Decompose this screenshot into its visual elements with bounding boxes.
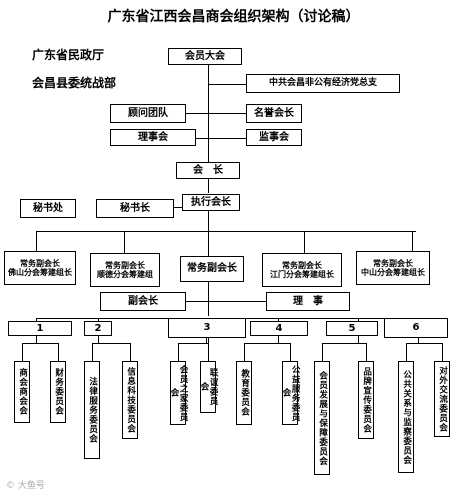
node-board: 理事会: [110, 129, 196, 146]
link-board-supervisors: [196, 138, 246, 139]
node-honorary-president: 名誉会长: [246, 104, 302, 123]
node-director: 理 事: [266, 292, 350, 311]
group-2-box: 2: [84, 321, 112, 336]
node-member-assembly: 会员大会: [168, 48, 242, 65]
committee-5b: 品牌宣传委员会: [358, 361, 374, 439]
group-3-box: 3: [168, 318, 246, 338]
trunk-line: [208, 64, 209, 164]
link-party: [208, 84, 246, 85]
committee-3b: 联谊委员会: [199, 361, 218, 413]
watermark: © 大鱼号: [6, 481, 45, 491]
committee-4a: 教育委员会: [236, 361, 252, 425]
committee-1b: 财务委员会: [50, 361, 66, 423]
link-vp-director: [186, 301, 266, 302]
committee-2b: 信息科技委员会: [122, 361, 138, 439]
side-label-civil-affairs: 广东省民政厅: [32, 48, 105, 62]
node-supervisors: 监事会: [246, 129, 302, 146]
committee-5a: 会员发展与保障委员会: [314, 361, 330, 475]
node-branch-zhongshan: 常务副会长 中山分会筹建组长: [356, 251, 430, 285]
link-president-executive: [208, 178, 209, 193]
node-executive-president: 执行会长: [182, 194, 240, 211]
committee-2a: 法律服务委员会: [84, 361, 100, 459]
link-secretary: [174, 207, 182, 208]
committee-3a: 会员之家委员会: [169, 361, 188, 425]
committee-4b: 公益服务委员会: [281, 361, 300, 425]
committee-6b: 对外交流委员会: [434, 361, 450, 437]
node-branch-jiangmen: 常务副会长 江门分会筹建组长: [262, 253, 342, 287]
node-secretary-general: 秘书长: [96, 199, 174, 218]
side-label-united-front: 会昌县委统战部: [32, 76, 117, 90]
node-advisors: 顾问团队: [110, 104, 186, 123]
group-5-box: 5: [326, 321, 378, 336]
standing-vp-bus: [36, 231, 416, 232]
committee-6a: 公共关系与监察委员会: [398, 361, 414, 473]
node-vice-president: 副会长: [100, 292, 186, 311]
group-1-box: 1: [8, 321, 72, 336]
committee-1a: 商会商会会: [14, 361, 30, 423]
node-president: 会 长: [176, 162, 240, 179]
node-branch-shunde: 常务副会长 顺德分会筹建组: [90, 253, 160, 287]
node-party-branch: 中共会昌非公有经济党总支: [246, 74, 400, 93]
group-4-box: 4: [250, 321, 308, 336]
node-branch-foshan: 常务副会长 佛山分会筹建组长: [4, 251, 76, 285]
page-title: 广东省江西会昌商会组织架构（讨论稿）: [107, 9, 360, 25]
group-6-box: 6: [384, 318, 448, 338]
node-standing-vice-president: 常务副会长: [180, 256, 244, 282]
node-secretary-office: 秘书处: [20, 199, 76, 218]
link-advisors-honorary: [186, 113, 246, 114]
